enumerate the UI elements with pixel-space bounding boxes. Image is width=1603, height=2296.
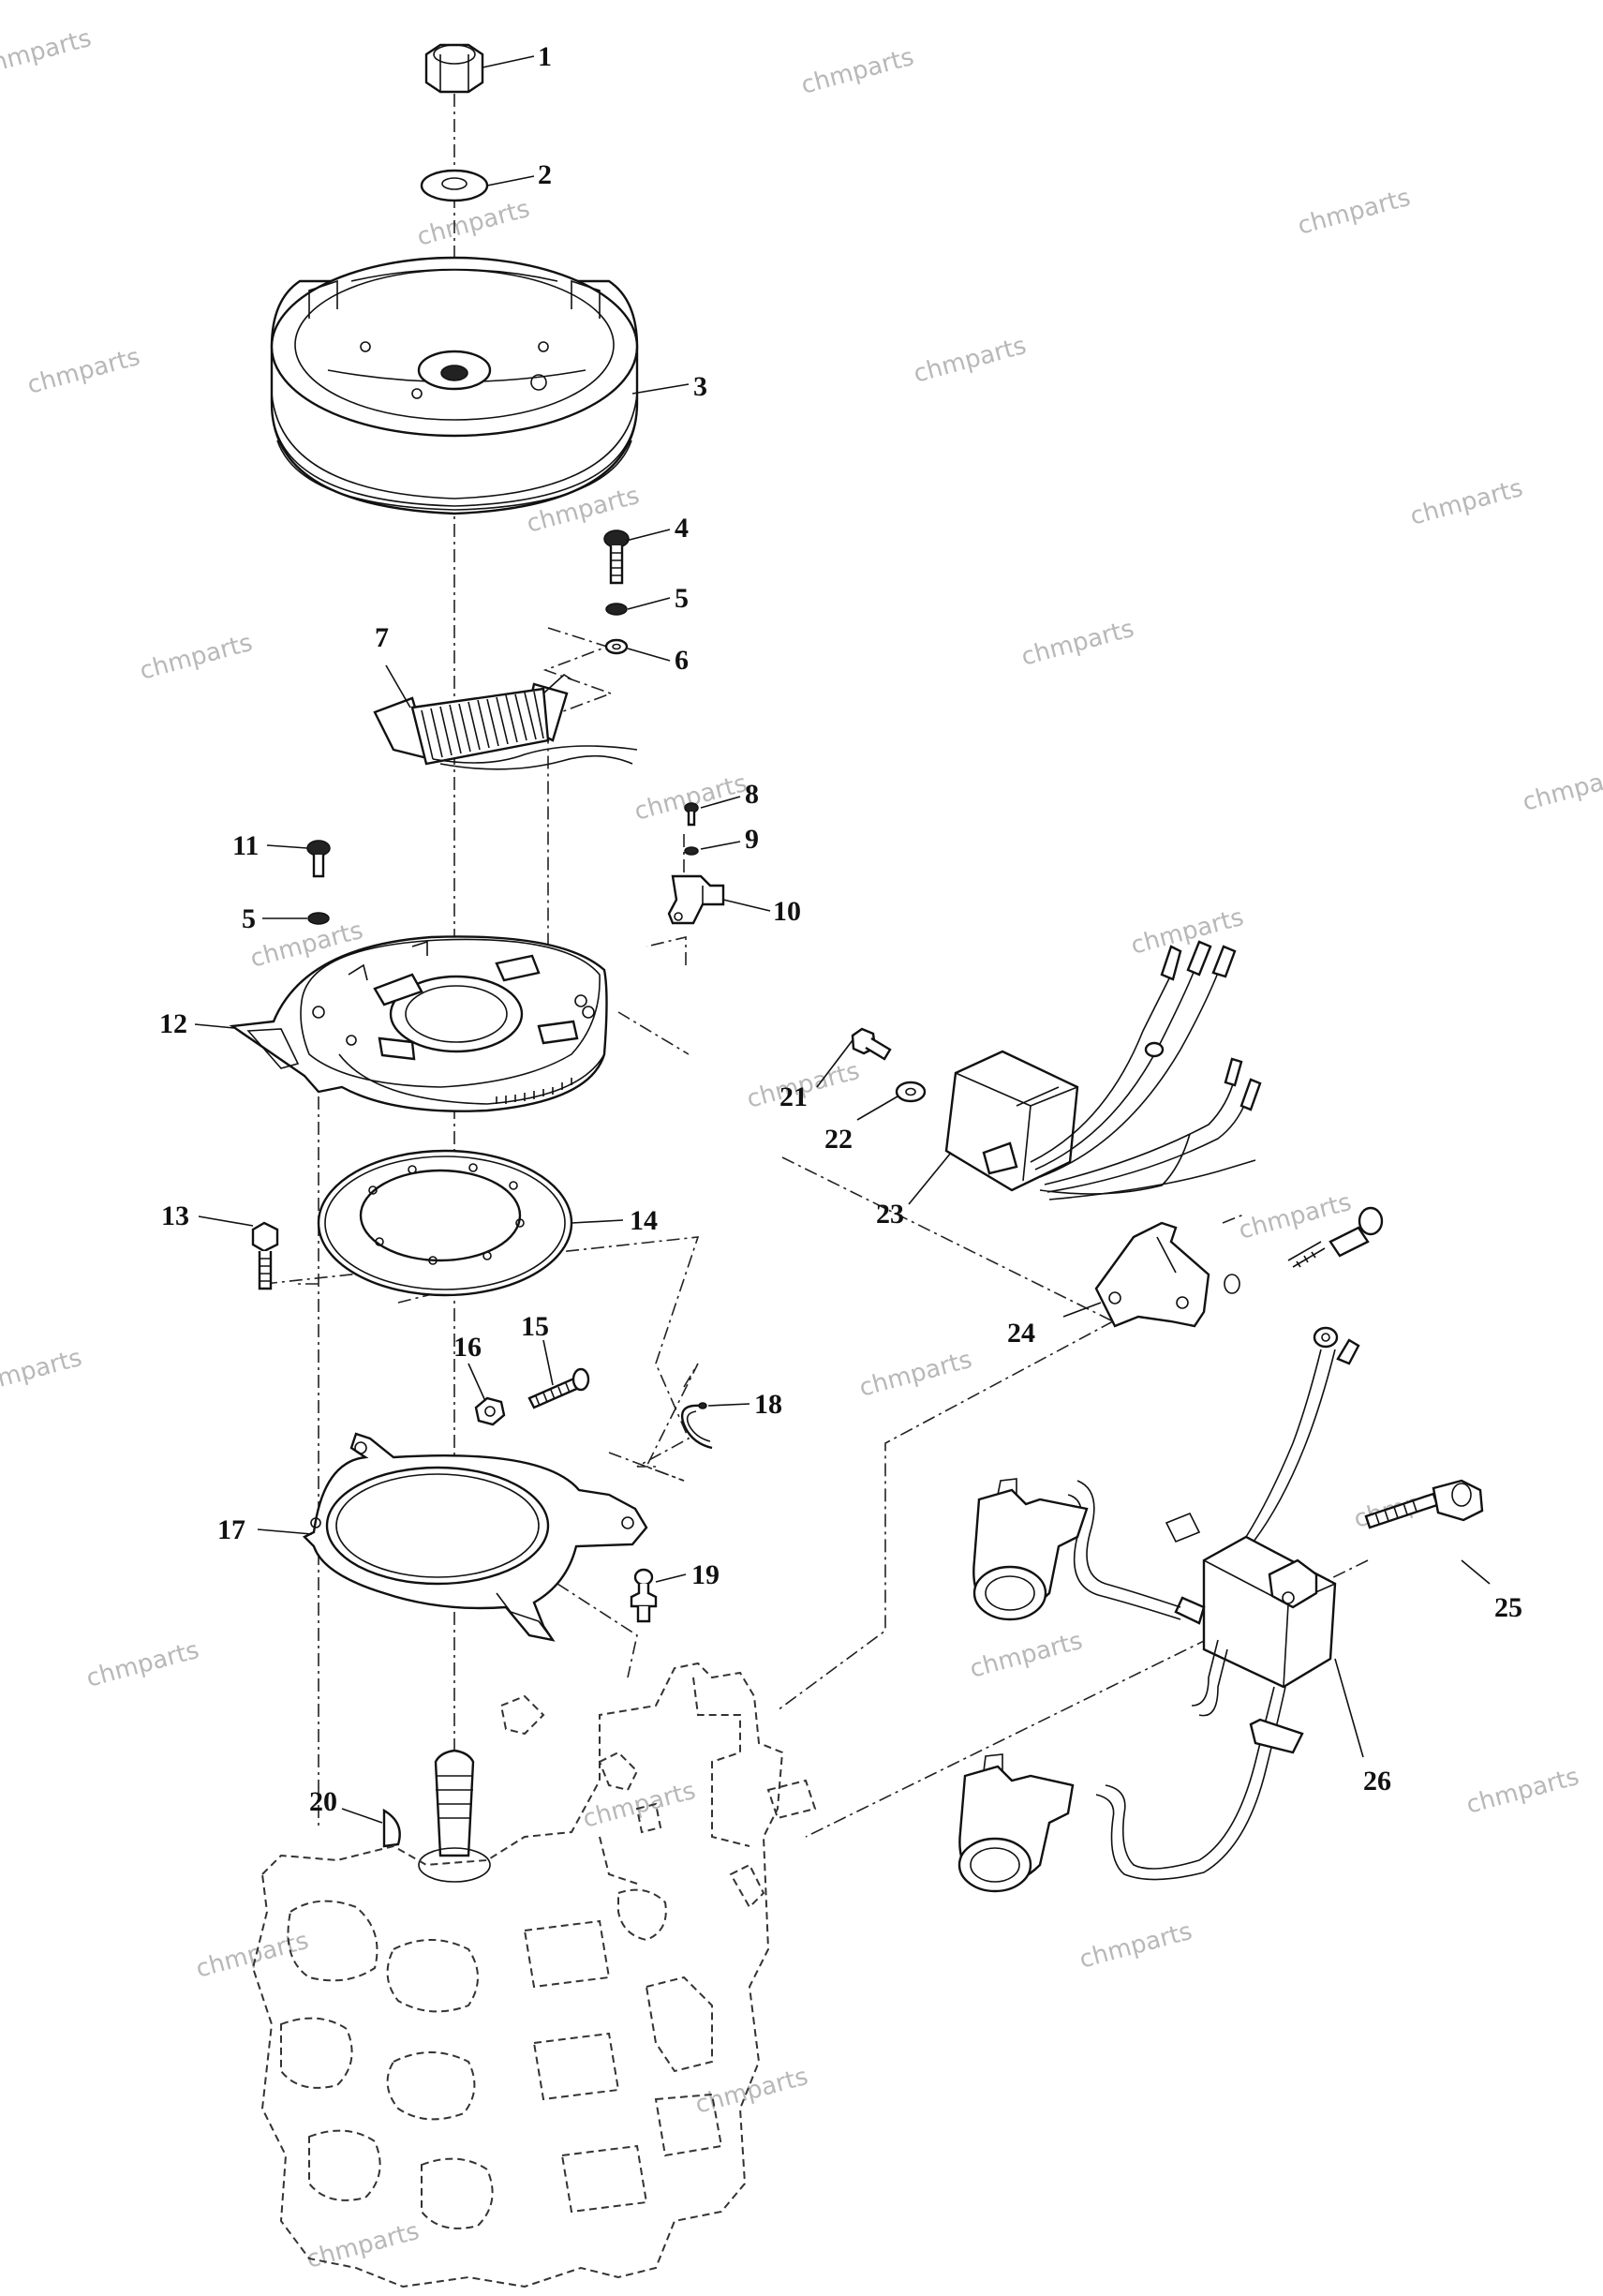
- callout-17: 17: [217, 1514, 245, 1545]
- watermark: chmparts: [304, 2217, 423, 2274]
- link-nut: [474, 1396, 506, 1426]
- circlip: [680, 1402, 713, 1450]
- callout-21: 21: [779, 1081, 808, 1112]
- callout-24: 24: [1007, 1318, 1035, 1349]
- callout-4: 4: [675, 513, 689, 544]
- watermark: chmparts: [798, 43, 917, 100]
- watermark: chmparts: [1236, 1188, 1355, 1245]
- callout-20: 20: [309, 1786, 337, 1817]
- flywheel-washer: [420, 169, 489, 202]
- plate-lock-washer: [307, 912, 330, 925]
- pulser-screw: [684, 802, 699, 827]
- callout-10: 10: [773, 896, 801, 927]
- callout-15: 15: [521, 1311, 549, 1342]
- pulser-coil: [667, 874, 725, 925]
- ignition-coil: [957, 1326, 1360, 1893]
- ball-stud: [630, 1568, 658, 1623]
- watermark: chmparts: [911, 332, 1030, 389]
- cdi-screw: [851, 1027, 892, 1061]
- ignition-coil-bolt: [1364, 1479, 1484, 1529]
- callout-8: 8: [745, 779, 759, 810]
- watermark: chmparts: [0, 1344, 85, 1401]
- callout-16: 16: [453, 1332, 482, 1363]
- watermark: chmparts: [24, 343, 143, 400]
- hex-nut: [424, 43, 484, 94]
- watermark: chmparts: [856, 1346, 975, 1403]
- callout-9: 9: [745, 824, 759, 855]
- watermark: chmparts: [1295, 184, 1414, 241]
- retainer-plate: [317, 1149, 573, 1297]
- callout-labels: 1 2 3 4 5 6 7 8 9 10 11 5 12 13 14 15 16…: [159, 41, 1522, 1817]
- callout-14: 14: [630, 1205, 658, 1236]
- stator-base-plate: [229, 935, 608, 1112]
- leader-lines: [194, 55, 1491, 1824]
- watermark: chmparts: [414, 195, 533, 252]
- watermark: chmparts: [967, 1627, 1086, 1684]
- engine-block-outline: [251, 1662, 817, 2289]
- watermark: chmparts: [137, 629, 256, 686]
- watermarks: chmparts chmparts chmparts chmparts chmp…: [0, 24, 1603, 2274]
- callout-22: 22: [824, 1124, 853, 1155]
- callout-5: 5: [675, 583, 689, 614]
- cdi-unit: [944, 940, 1262, 1200]
- charge-coil: [373, 674, 638, 770]
- flat-washer: [604, 638, 629, 655]
- stator-screw: [603, 529, 630, 585]
- callout-26: 26: [1363, 1766, 1391, 1797]
- watermark: chmparts: [193, 1927, 312, 1984]
- flywheel: [270, 256, 639, 515]
- watermark: chmparts: [1463, 1763, 1582, 1820]
- callout-19: 19: [691, 1559, 720, 1590]
- link-screw: [527, 1367, 590, 1409]
- watermark: chmparts: [1407, 474, 1526, 531]
- woodruff-key: [382, 1808, 401, 1848]
- callout-7: 7: [375, 622, 389, 653]
- callout-25: 25: [1494, 1592, 1522, 1623]
- callout-11: 11: [232, 830, 259, 861]
- callout-2: 2: [538, 159, 552, 190]
- callout-5-left: 5: [242, 903, 256, 934]
- lock-washer: [605, 603, 628, 616]
- watermark: chmparts: [1018, 615, 1137, 672]
- callout-18: 18: [754, 1389, 782, 1420]
- cdi-bracket: [1094, 1206, 1384, 1328]
- callout-3: 3: [693, 371, 707, 402]
- callout-12: 12: [159, 1008, 187, 1039]
- callout-13: 13: [161, 1200, 189, 1231]
- watermark: chmparts: [1076, 1917, 1195, 1975]
- plate-bolt: [251, 1221, 279, 1290]
- callout-6: 6: [675, 645, 689, 676]
- magneto-control-lever: [302, 1432, 648, 1642]
- callout-23: 23: [876, 1199, 904, 1230]
- pulser-washer: [684, 846, 699, 856]
- callout-1: 1: [538, 41, 552, 72]
- watermark: chmparts: [0, 24, 95, 82]
- watermark: chmparts: [692, 2063, 811, 2120]
- cdi-washer: [895, 1081, 927, 1103]
- watermark: chmparts: [83, 1636, 202, 1693]
- watermark: chmpa: [1520, 768, 1603, 817]
- plate-screw: [306, 840, 331, 878]
